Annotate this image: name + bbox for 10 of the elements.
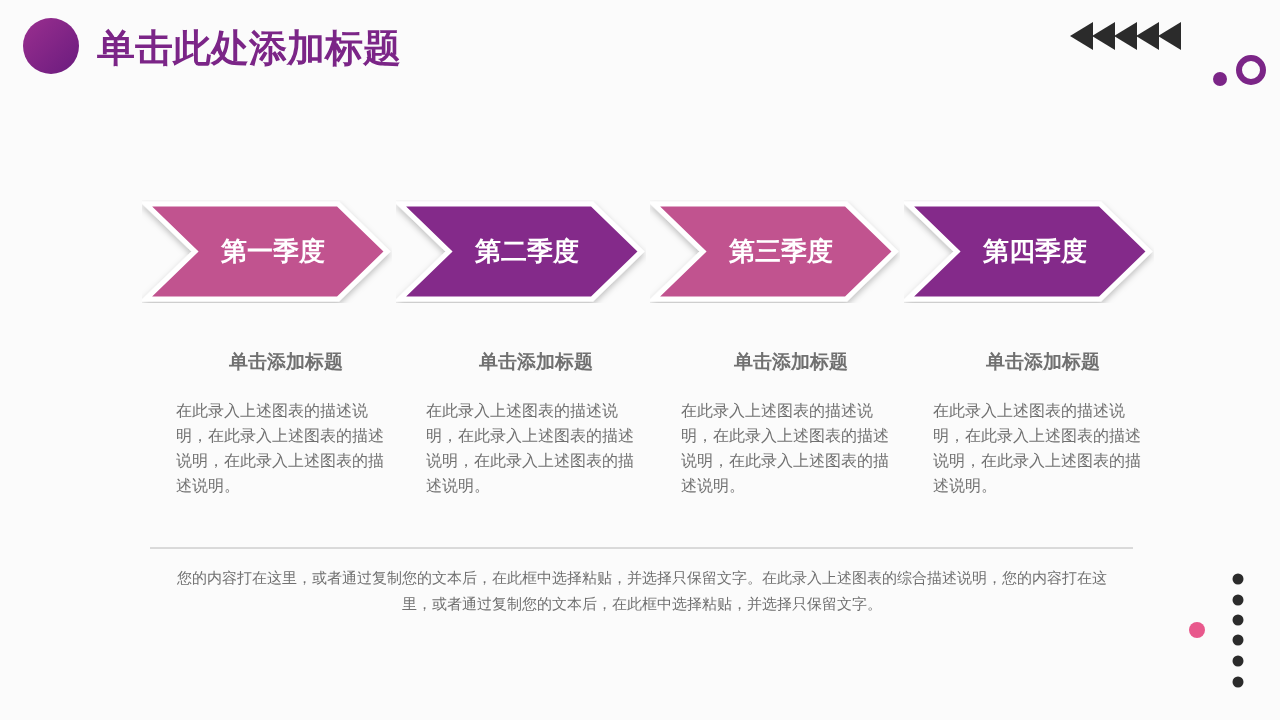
column-heading: 单击添加标题 xyxy=(228,349,344,374)
description-text: 在此录入上述图表的描述说明，在此录入上述图表的描述说明，在此录入上述图表的描述说明。 xyxy=(681,401,890,497)
description-text: 在此录入上述图表的描述说明，在此录入上述图表的描述说明，在此录入上述图表的描述说明。 xyxy=(933,401,1142,497)
description-text: 在此录入上述图表的描述说明，在此录入上述图表的描述说明，在此录入上述图表的描述说明。 xyxy=(176,401,385,497)
description-text: 在此录入上述图表的描述说明，在此录入上述图表的描述说明，在此录入上述图表的描述说明。 xyxy=(426,401,635,497)
column-heading: 单击添加标题 xyxy=(985,349,1101,374)
column-heading: 单击添加标题 xyxy=(733,349,849,374)
caption-text: 您的内容打在这里，或者通过复制您的文本后，在此框中选择粘贴，并选择只保留文字。在此录入上述图表的综合描述说明，您的内容打在这里，或者通过复制您的文本后，在此框中选择粘贴，并选择只保留文字。 xyxy=(175,569,1108,614)
title: 单击此处添加标题 xyxy=(97,25,401,72)
column-heading: 单击添加标题 xyxy=(478,349,594,374)
